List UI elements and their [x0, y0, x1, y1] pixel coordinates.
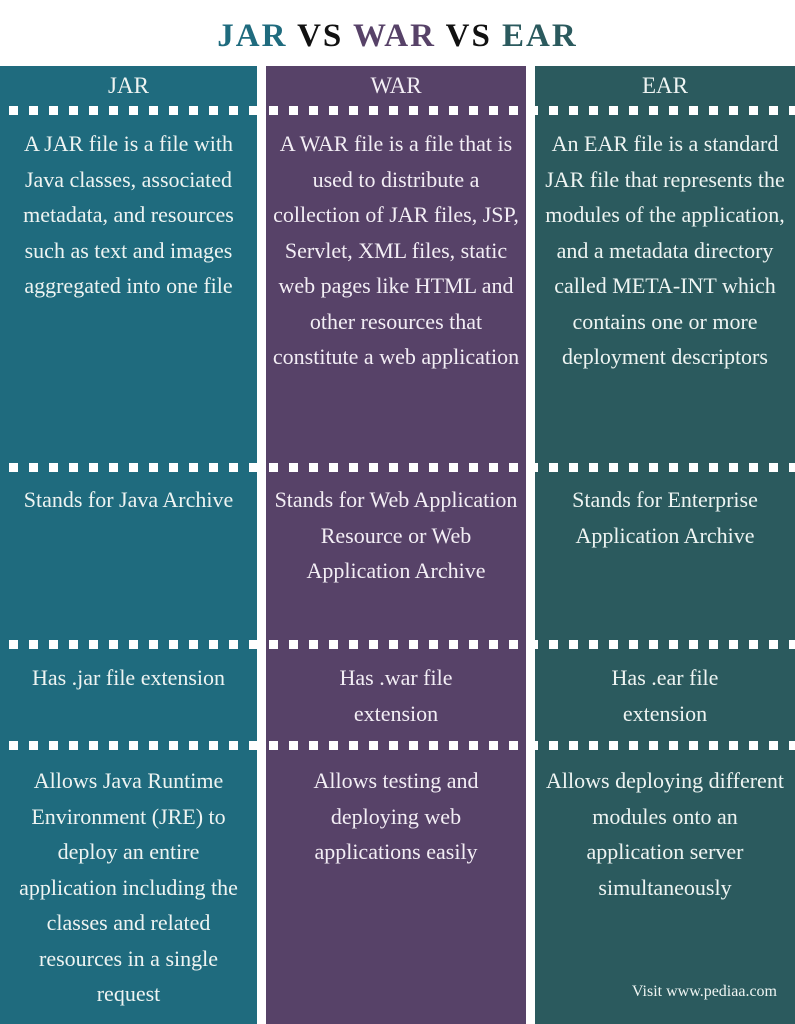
title-war: WAR [352, 18, 436, 54]
stands-for-war: Stands for Web Application Resource or W… [274, 487, 518, 583]
title-vs: VS [287, 18, 353, 54]
definition-jar: A JAR file is a file with Java classes, … [23, 131, 234, 298]
title-jar: JAR [217, 18, 288, 54]
column-jar: JAR A JAR file is a file with Java class… [0, 66, 257, 1024]
usage-war: Allows testing and deploying web applica… [313, 768, 479, 864]
column-header-jar: JAR [108, 73, 149, 98]
row-separator [0, 741, 795, 750]
title-ear: EAR [502, 18, 578, 54]
extension-jar: Has .jar file extension [31, 665, 226, 690]
extension-ear: Has .ear file extension [611, 665, 719, 726]
usage-jar: Allows Java Runtime Environment (JRE) to… [19, 768, 238, 1006]
footer-credit: Visit www.pediaa.com [631, 983, 777, 1000]
definition-ear: An EAR file is a standard JAR file that … [545, 131, 785, 369]
definition-war: A WAR file is a file that is used to dis… [272, 131, 520, 369]
stands-for-ear: Stands for Enterprise Application Archiv… [572, 487, 758, 548]
stands-for-jar: Stands for Java Archive [23, 487, 234, 512]
row-separator [0, 106, 795, 115]
title-vs: VS [435, 18, 503, 54]
page-title: JAR VS WAR VS EAR [0, 14, 795, 58]
row-separator [0, 640, 795, 649]
column-ear: EAR An EAR file is a standard JAR file t… [535, 66, 795, 1024]
usage-ear: Allows deploying different modules onto … [546, 768, 784, 900]
column-header-war: WAR [370, 73, 422, 98]
row-separator [0, 463, 795, 472]
extension-war: Has .war file extension [339, 665, 453, 726]
column-header-ear: EAR [642, 73, 688, 98]
column-war: WAR A WAR file is a file that is used to… [266, 66, 526, 1024]
